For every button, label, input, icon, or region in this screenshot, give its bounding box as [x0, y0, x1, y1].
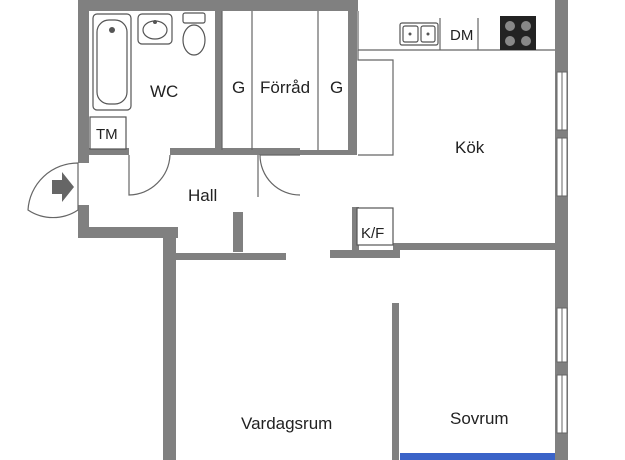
- label-wc: WC: [150, 82, 178, 101]
- kitchen-sink-icon: [399, 22, 439, 46]
- stove-icon: [500, 16, 536, 50]
- label-dm: DM: [450, 27, 473, 44]
- kitchen-counter: [357, 11, 555, 156]
- scale-bar: [400, 453, 555, 460]
- fridge-freezer-box: [356, 207, 394, 246]
- label-hall: Hall: [188, 186, 217, 205]
- label-sovrum: Sovrum: [450, 409, 509, 428]
- washing-machine-box: [89, 116, 127, 150]
- label-tm: TM: [96, 126, 118, 143]
- entrance-arrow-icon[interactable]: [27, 162, 79, 219]
- label-kf: K/F: [361, 225, 384, 242]
- bathtub-icon: [92, 13, 132, 111]
- label-kok: Kök: [455, 138, 485, 157]
- label-vardagsrum: Vardagsrum: [241, 414, 332, 433]
- door-swings: [128, 154, 301, 197]
- label-garderob-2: G: [330, 78, 343, 97]
- label-forrad: Förråd: [260, 78, 310, 97]
- windows: [556, 71, 568, 434]
- toilet-icon: [182, 12, 206, 56]
- label-garderob-1: G: [232, 78, 245, 97]
- walls: [78, 0, 568, 460]
- sink-icon: [137, 13, 173, 45]
- storage-partitions: [221, 11, 319, 150]
